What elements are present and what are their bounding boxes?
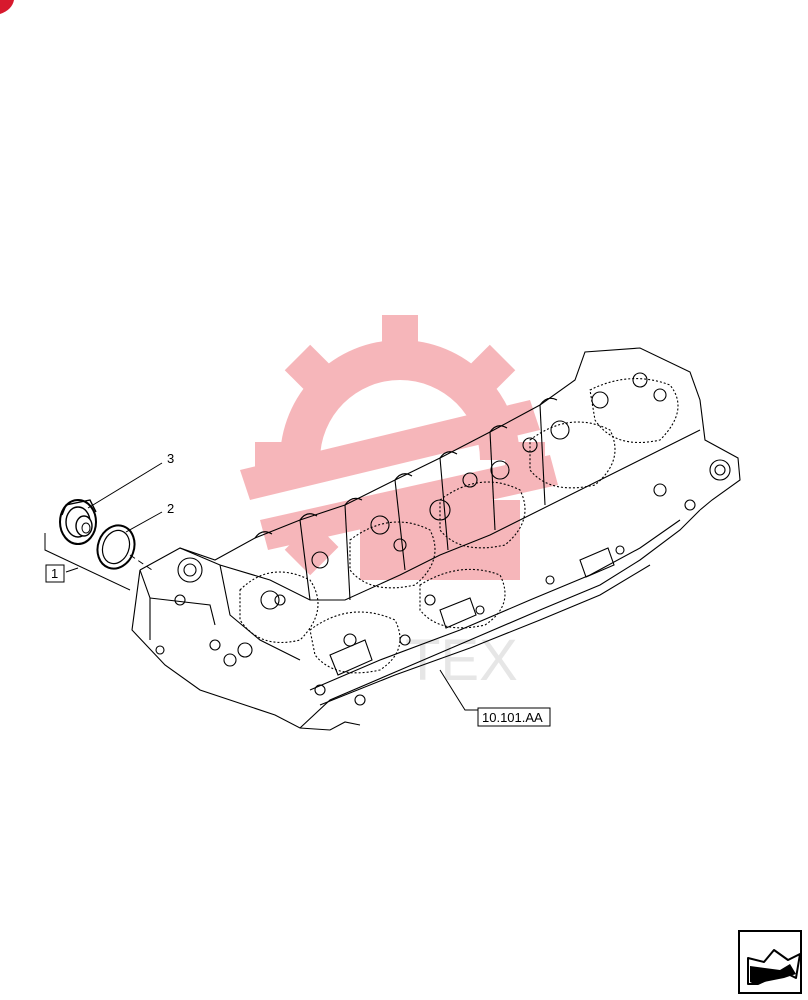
next-page-arrow-icon [747, 949, 801, 985]
cylinder-head [131, 347, 741, 731]
watermark-gear-icon: TEX [240, 315, 558, 693]
gasket-ring-part[interactable] [92, 520, 141, 574]
reference-label: 10.101.AA [482, 710, 543, 725]
callout-label-3: 3 [167, 451, 174, 466]
thermostat-part[interactable] [59, 499, 97, 545]
callout-label-2: 2 [167, 501, 174, 516]
corner-flag-icon [0, 0, 14, 14]
leader-lines [44, 462, 478, 711]
next-page-button[interactable] [738, 930, 802, 994]
callout-label-1: 1 [51, 566, 58, 581]
callout-box-1[interactable]: 1 [45, 564, 65, 583]
reference-link-box[interactable]: 10.101.AA [477, 707, 551, 727]
watermark-text: TEX [405, 628, 518, 693]
